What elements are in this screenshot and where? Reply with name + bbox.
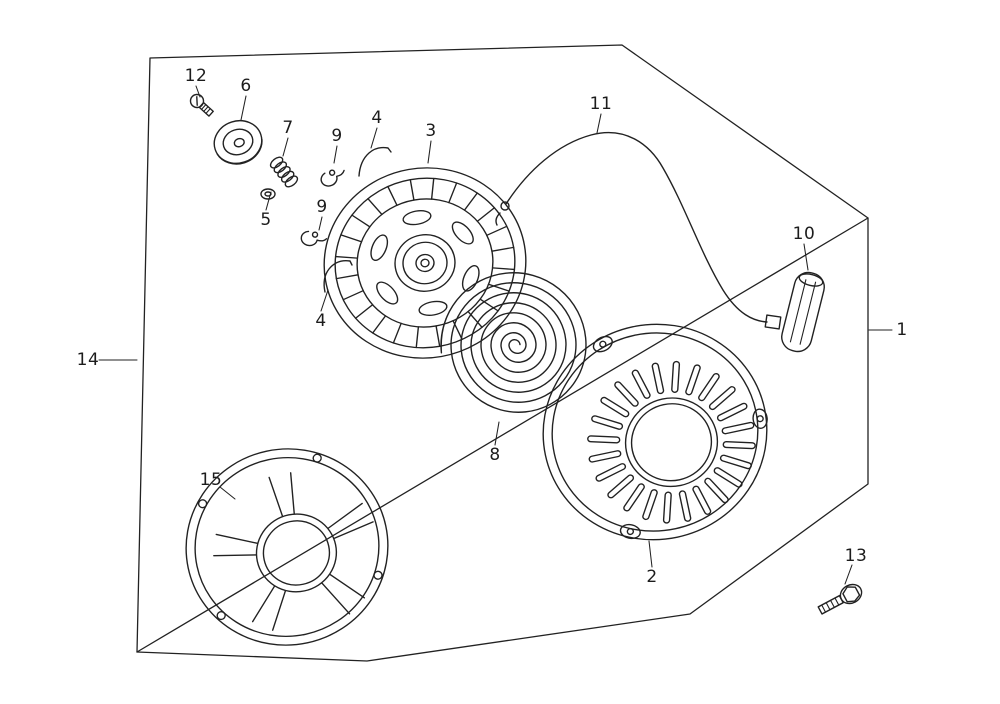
leader-lines <box>98 85 893 585</box>
return-spring-upper-drawing <box>358 146 392 177</box>
fan-cover-drawing <box>185 448 389 646</box>
callout-7: 7 <box>282 118 294 138</box>
coil-spring-drawing <box>269 156 299 188</box>
callout-5: 5 <box>260 210 272 230</box>
callout-2: 2 <box>646 567 658 587</box>
rope-drawing <box>495 131 768 323</box>
callout-11: 11 <box>589 94 613 114</box>
callout-6: 6 <box>240 76 252 96</box>
return-spring-lower-drawing <box>323 259 353 293</box>
callout-14: 14 <box>76 350 100 370</box>
callout-8: 8 <box>489 445 501 465</box>
screw-drawing <box>189 93 214 117</box>
callout-12: 12 <box>184 66 208 86</box>
frame-border <box>136 44 869 662</box>
spring-seat-drawing <box>260 188 276 200</box>
callout-10: 10 <box>792 224 816 244</box>
callout-15: 15 <box>199 470 223 490</box>
grip-drawing <box>764 271 825 353</box>
callout-3: 3 <box>425 121 437 141</box>
callout-4-lower: 4 <box>315 311 327 331</box>
pulley-slots <box>367 208 483 318</box>
ratchet-lower-drawing <box>299 229 328 250</box>
fan-cover-spokes <box>213 472 374 631</box>
starter-case-drawing <box>542 323 768 541</box>
fan-cover-bolt-holes <box>197 453 383 621</box>
callout-9-lower: 9 <box>316 197 328 217</box>
starter-case-tabs <box>592 335 768 540</box>
friction-plate-drawing <box>213 119 263 165</box>
bolt-drawing <box>817 583 863 615</box>
callout-13: 13 <box>844 546 868 566</box>
callout-1: 1 <box>896 320 908 340</box>
pulley-drawing <box>323 167 527 359</box>
pulley-ribs <box>334 177 516 349</box>
spiral-spring-drawing <box>440 272 587 413</box>
callout-9-upper: 9 <box>331 126 343 146</box>
ratchet-upper-drawing <box>318 166 349 189</box>
starter-case-louvers <box>586 360 757 524</box>
callout-4-upper: 4 <box>371 108 383 128</box>
